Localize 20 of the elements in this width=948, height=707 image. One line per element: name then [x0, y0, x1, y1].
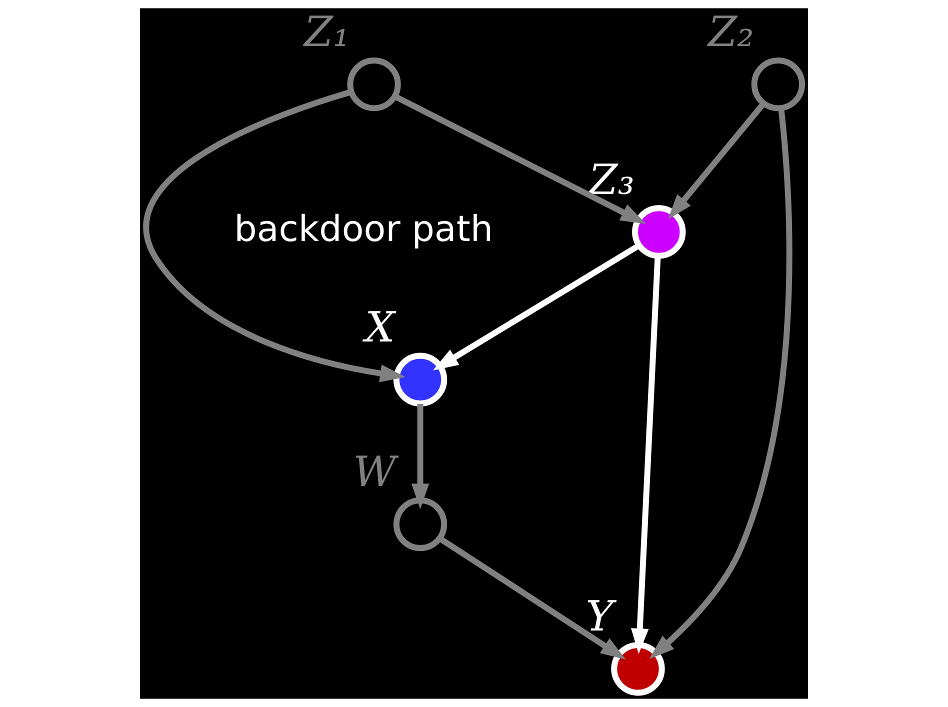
node-circle [751, 57, 806, 112]
arrow [432, 242, 640, 370]
arrow [649, 108, 792, 660]
node-circle [393, 352, 448, 406]
node-label: Z₂ [708, 7, 754, 56]
node-circle [347, 57, 401, 112]
arrow [668, 102, 766, 220]
arrow [438, 536, 626, 660]
node-circle [611, 642, 665, 696]
arrow [411, 404, 430, 510]
arrow [394, 94, 646, 224]
label: backdoor path [234, 209, 494, 250]
arrow [144, 89, 406, 382]
node-label: Z₁ [304, 7, 350, 56]
node-circle [393, 497, 448, 552]
node-label: X [365, 302, 395, 352]
node-label: W [353, 447, 396, 496]
node-circle [632, 205, 686, 259]
node-label: Z₃ [588, 154, 635, 204]
arrow [630, 256, 661, 654]
